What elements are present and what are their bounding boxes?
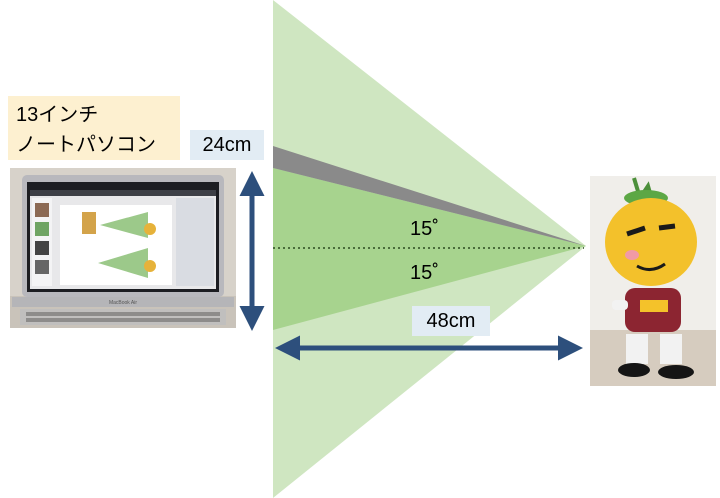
mascot-photo bbox=[590, 176, 716, 386]
angle-upper-label: 15˚ bbox=[410, 218, 439, 240]
view-cone-inner bbox=[273, 168, 586, 330]
angle-lower-label: 15˚ bbox=[410, 262, 439, 284]
laptop-label: 13インチ ノートパソコン bbox=[8, 96, 180, 160]
laptop-label-line1: 13インチ bbox=[16, 104, 99, 126]
gray-wedge bbox=[273, 146, 586, 246]
laptop-brand-text: MacBook Air bbox=[109, 300, 137, 306]
distance-label: 48cm bbox=[412, 306, 490, 336]
laptop-label-line2: ノートパソコン bbox=[16, 134, 156, 156]
laptop-photo: MacBook Air bbox=[10, 168, 236, 328]
screen-size-label: 24cm bbox=[190, 130, 264, 160]
